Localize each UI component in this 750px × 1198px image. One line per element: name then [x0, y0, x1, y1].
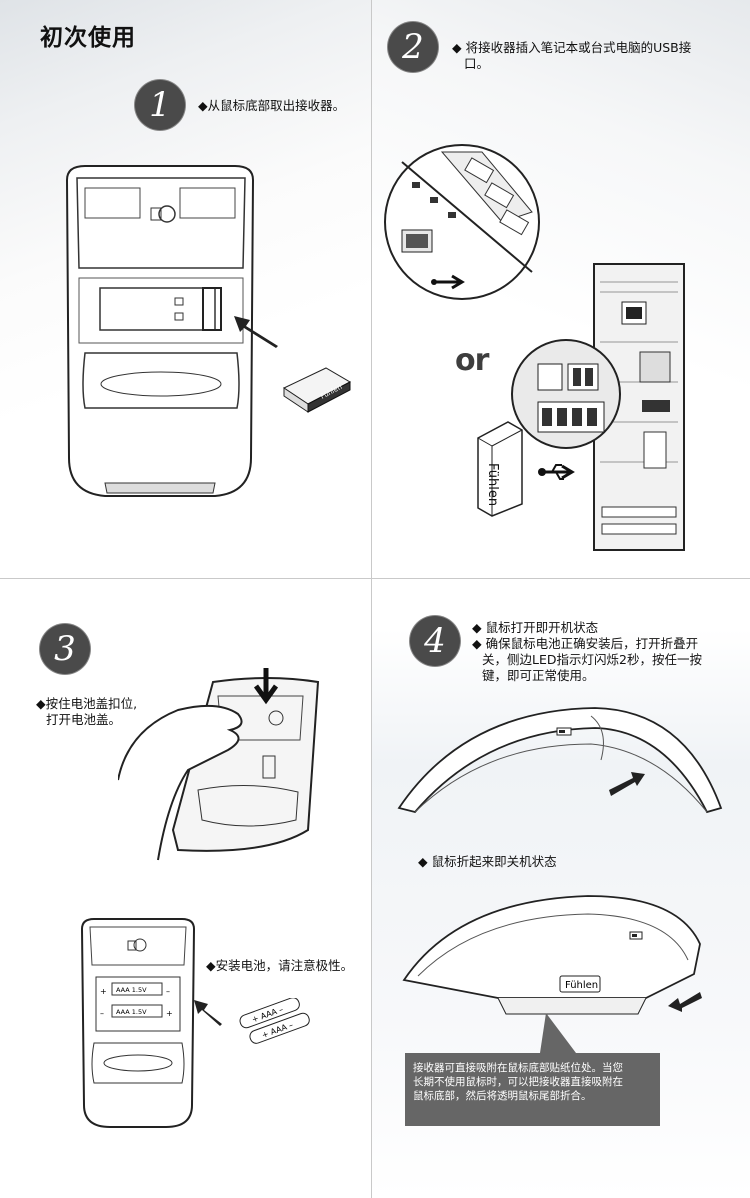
battery-insert-arrow-icon [194, 1000, 222, 1026]
battery-slot-label-2: AAA 1.5V [116, 1008, 147, 1016]
receiver-brand-vertical: Fühlen [485, 463, 500, 506]
step-2-text: ◆ 将接收器插入笔记本或台式电脑的USB接 口。 [452, 40, 692, 71]
svg-text:–: – [166, 987, 170, 996]
step-3-extra-text: ◆安装电池，请注意极性。 [206, 958, 354, 973]
battery-slot-label-1: AAA 1.5V [116, 986, 147, 994]
step-1-text: ◆从鼠标底部取出接收器。 [198, 98, 346, 113]
step-4-extra-text: ◆ 鼠标折起来即关机状态 [418, 854, 557, 869]
desktop-usb-zoom-illustration [511, 339, 621, 449]
svg-text:+: + [166, 1009, 173, 1018]
mouse-folded-illustration: Fühlen [402, 895, 702, 1015]
page-title: 初次使用 [40, 25, 136, 51]
usb-receiver-illustration: Fühlen [282, 367, 352, 413]
mouse-battery-compartment-illustration: AAA 1.5V AAA 1.5V + – – + [80, 918, 196, 1128]
vertical-divider [371, 0, 372, 1198]
receiver-storage-note: 接收器可直接吸附在鼠标底部贴纸位处。当您 长期不使用鼠标时，可以把接收器直接吸附… [405, 1013, 660, 1126]
mouse-open-arc-illustration [397, 707, 723, 814]
aaa-batteries-illustration: + AAA – + AAA – [239, 998, 310, 1044]
or-label: or [455, 343, 489, 378]
step-1-badge: 1 [135, 80, 185, 130]
step-3-text: ◆按住电池盖扣位, 打开电池盖。 [36, 696, 138, 727]
step-4-text: ◆ 鼠标打开即开机状态 ◆ 确保鼠标电池正确安装后，打开折叠开 关，侧边LED指… [472, 620, 702, 683]
laptop-usb-port-illustration [384, 144, 540, 300]
mouse-brand-label: Fühlen [565, 980, 598, 991]
step-3-badge: 3 [40, 624, 90, 674]
svg-text:+: + [100, 987, 107, 996]
svg-text:–: – [100, 1009, 104, 1018]
step-4-badge: 4 [410, 616, 460, 666]
usb-symbol-icon [538, 464, 575, 480]
insert-arrow-icon [234, 316, 278, 348]
hand-opening-battery-cover-illustration [118, 668, 320, 861]
mouse-bottom-open-illustration [65, 165, 255, 497]
usb-receiver-vertical-illustration: Fühlen [477, 421, 523, 517]
step-2-badge: 2 [388, 22, 438, 72]
horizontal-divider [0, 578, 750, 579]
